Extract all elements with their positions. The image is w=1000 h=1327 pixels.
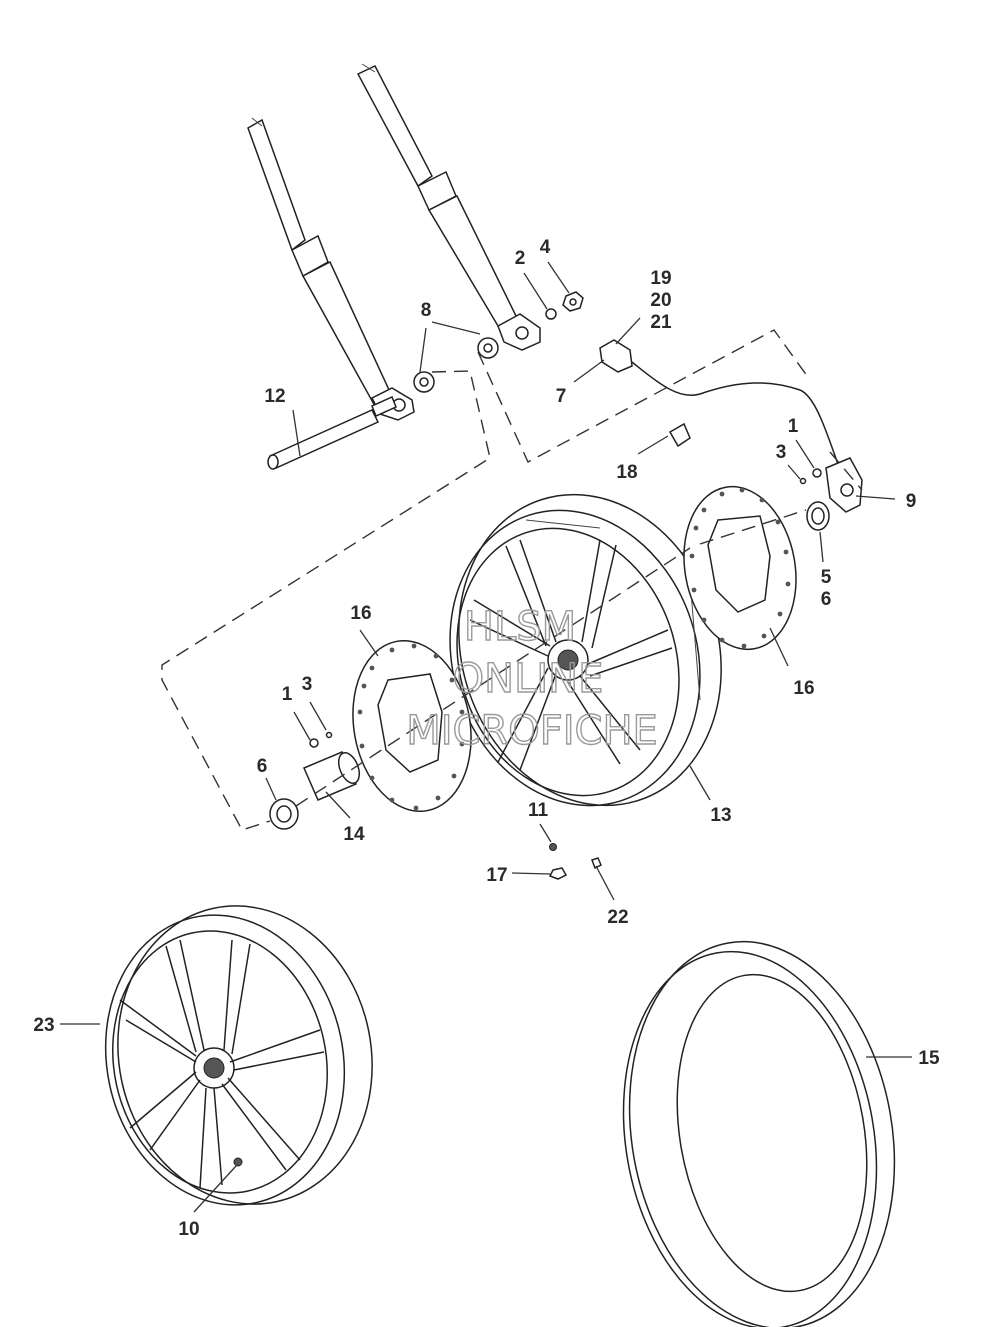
callout-9: 9 <box>906 491 917 512</box>
valve-stem-parts <box>548 843 602 880</box>
callout-6-left: 6 <box>257 756 268 777</box>
callout-5: 5 <box>821 567 832 588</box>
callout-20: 20 <box>650 290 671 311</box>
watermark-line-2: ONLINE <box>453 656 604 702</box>
callout-18: 18 <box>616 462 637 483</box>
callout-7: 7 <box>556 386 567 407</box>
callout-1-left: 1 <box>282 684 293 705</box>
callout-17: 17 <box>486 865 507 886</box>
callout-10: 10 <box>178 1219 199 1240</box>
callout-3-right: 3 <box>776 442 787 463</box>
alternate-wheel-23 <box>104 905 373 1206</box>
callout-2: 2 <box>515 248 526 269</box>
watermark-line-1: HLSM <box>464 604 576 650</box>
front-axle <box>267 395 397 470</box>
left-fork-leg <box>247 117 415 421</box>
callout-12: 12 <box>264 386 285 407</box>
callout-labels: 2 4 8 12 19 20 21 7 18 1 3 9 5 6 16 16 1… <box>33 237 940 1240</box>
cable-clip <box>668 422 691 448</box>
tire-15 <box>622 940 896 1327</box>
right-brake-rotor <box>683 485 797 651</box>
callout-14: 14 <box>343 824 365 845</box>
callout-15: 15 <box>918 1048 940 1069</box>
left-brake-rotor <box>352 639 472 813</box>
leader-lines <box>60 261 912 1213</box>
watermark: HLSM ONLINE MICROFICHE <box>405 603 658 754</box>
assembly-dashed-lines <box>161 329 863 831</box>
callout-13: 13 <box>710 805 731 826</box>
callout-21: 21 <box>650 312 672 333</box>
left-rotor-screw <box>309 731 333 748</box>
right-rotor-screw <box>799 468 822 485</box>
right-fork-leg <box>356 63 541 351</box>
callout-16-right: 16 <box>793 678 814 699</box>
callout-22: 22 <box>607 907 628 928</box>
watermark-line-3: MICROFICHE <box>406 708 658 754</box>
axle-spacers <box>413 337 499 393</box>
callout-23: 23 <box>33 1015 54 1036</box>
right-bearing <box>806 501 830 531</box>
washer-and-nut <box>545 291 584 320</box>
axle-sleeve <box>303 751 361 801</box>
callout-19: 19 <box>650 268 671 289</box>
callout-8: 8 <box>421 300 432 321</box>
callout-3-left: 3 <box>302 674 313 695</box>
cast-wheel-13 <box>449 493 722 807</box>
callout-11: 11 <box>528 800 549 821</box>
callout-16-left: 16 <box>350 603 371 624</box>
callout-6-right: 6 <box>821 589 832 610</box>
callout-1-right: 1 <box>788 416 799 437</box>
callout-4: 4 <box>540 237 551 258</box>
left-bearing <box>269 798 299 830</box>
